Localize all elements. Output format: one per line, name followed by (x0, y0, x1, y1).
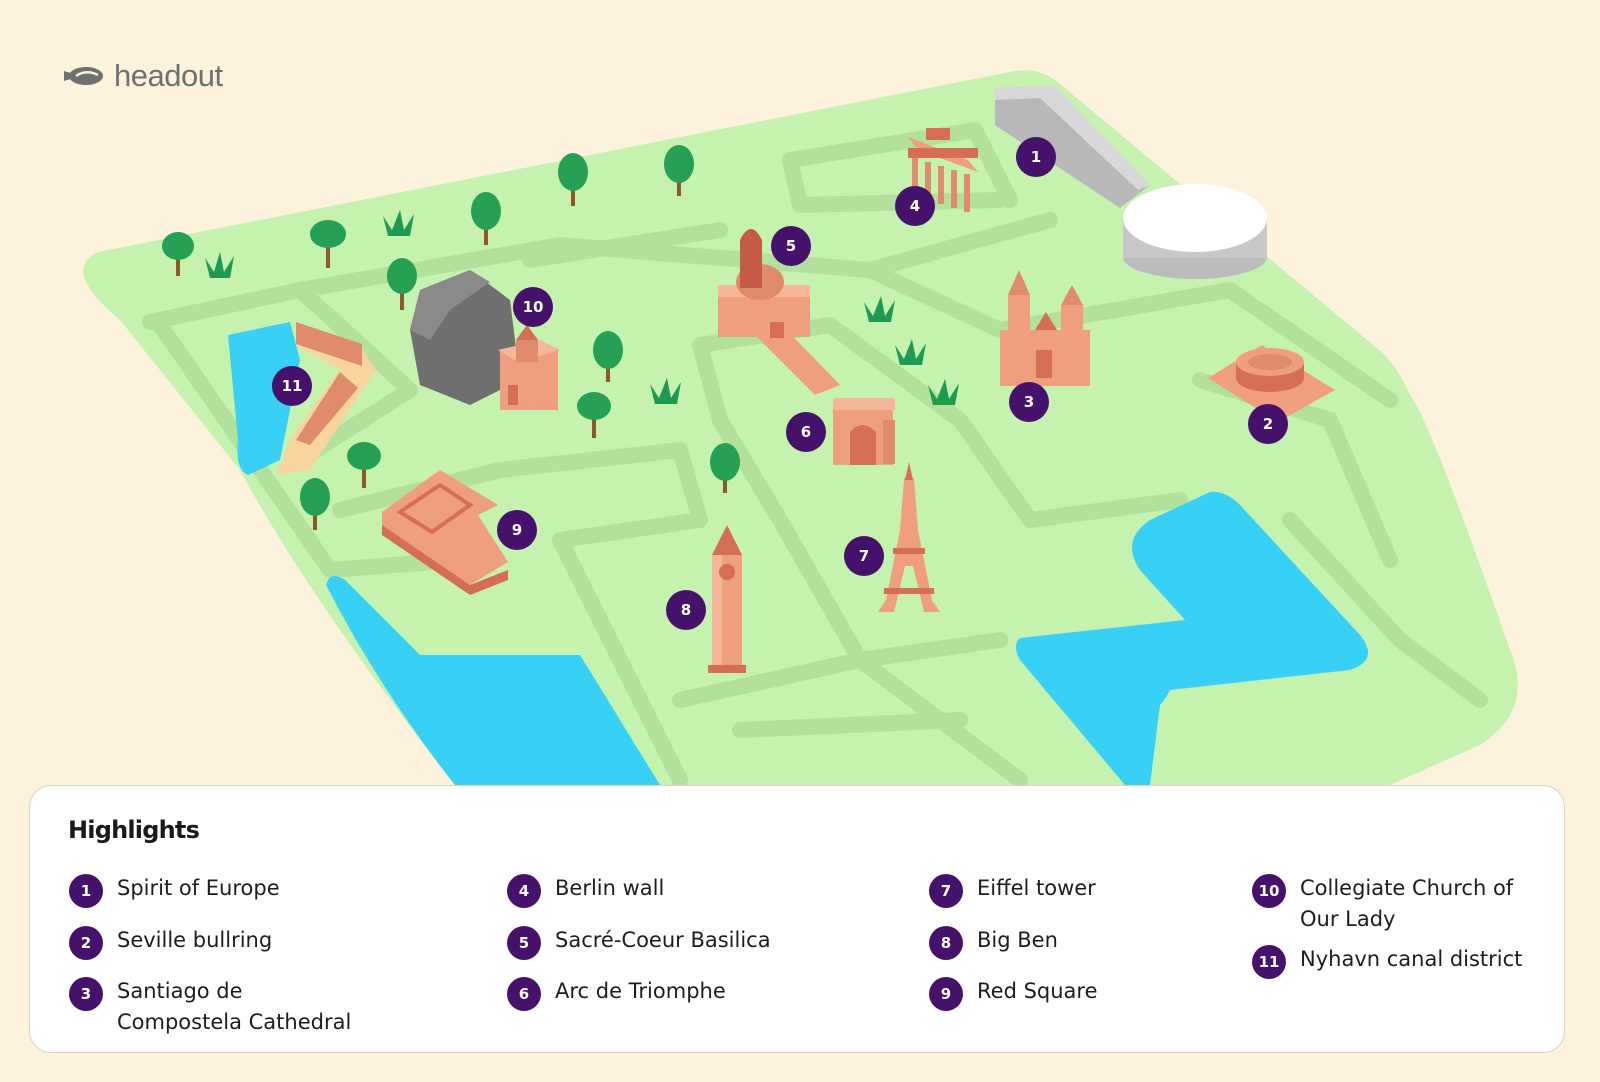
legend-label: Santiago de Compostela Cathedral (117, 979, 352, 1034)
legend-number: 7 (929, 874, 963, 908)
marker-label: 2 (1263, 415, 1273, 433)
marker-9[interactable]: 9 (497, 510, 537, 550)
marker-label: 6 (801, 423, 811, 441)
marker-11[interactable]: 11 (272, 366, 312, 406)
water-bodies (228, 322, 1368, 785)
arc-de-triomphe-building (833, 398, 895, 465)
marker-label: 7 (859, 547, 869, 565)
bush-icon (928, 379, 959, 405)
santiago-cathedral-building (1000, 270, 1090, 386)
spirit-of-europe-building (995, 86, 1267, 279)
legend-number: 8 (929, 926, 963, 960)
map-markers: 1 2 3 4 5 6 7 8 9 10 11 (272, 137, 1288, 630)
legend-item-5[interactable]: 5 Sacré-Coeur Basilica (507, 926, 887, 960)
marker-5[interactable]: 5 (771, 226, 811, 266)
legend-item-9[interactable]: 9 Red Square (929, 977, 1229, 1011)
tree-icon (593, 331, 623, 382)
marker-8[interactable]: 8 (666, 590, 706, 630)
legend-label: Seville bullring (117, 928, 273, 952)
blimp-icon (64, 67, 103, 85)
park-map: 1 2 3 4 5 6 7 8 9 10 11 (83, 70, 1518, 785)
legend-item-1[interactable]: 1 Spirit of Europe (69, 874, 459, 908)
collegiate-church-building (410, 270, 560, 410)
tree-icon (310, 220, 346, 268)
marker-10[interactable]: 10 (513, 287, 553, 327)
marker-4[interactable]: 4 (895, 186, 935, 226)
legend-item-6[interactable]: 6 Arc de Triomphe (507, 977, 887, 1011)
legend-label: Spirit of Europe (117, 876, 280, 900)
legend-label: Big Ben (977, 928, 1058, 952)
berlin-wall-building (908, 128, 978, 212)
legend-number: 10 (1252, 874, 1286, 908)
sacre-coeur-building (718, 229, 840, 395)
legend-label: Collegiate Church of Our Lady (1300, 876, 1514, 931)
legend-item-11[interactable]: 11 Nyhavn canal district (1252, 945, 1552, 979)
legend-label: Berlin wall (555, 876, 665, 900)
marker-label: 10 (523, 298, 544, 316)
tree-icon (664, 145, 694, 196)
marker-label: 1 (1031, 148, 1041, 166)
legend-number: 11 (1252, 945, 1286, 979)
bush-icon (864, 296, 895, 322)
marker-label: 5 (786, 237, 796, 255)
legend-item-10[interactable]: 10 Collegiate Church of Our Lady (1252, 874, 1542, 935)
legend-item-2[interactable]: 2 Seville bullring (69, 926, 459, 960)
marker-1[interactable]: 1 (1016, 137, 1056, 177)
marker-6[interactable]: 6 (786, 412, 826, 452)
red-square-building (382, 470, 508, 595)
bushes (205, 210, 959, 405)
tree-icon (300, 478, 330, 530)
tree-icon (710, 443, 740, 493)
marker-3[interactable]: 3 (1009, 382, 1049, 422)
legend-label: Eiffel tower (977, 876, 1096, 900)
brand-name: headout (114, 58, 223, 93)
bush-icon (383, 210, 414, 236)
tree-icon (577, 392, 611, 438)
bush-icon (205, 252, 234, 278)
legend-number: 2 (69, 926, 103, 960)
bush-icon (895, 339, 926, 365)
legend-item-8[interactable]: 8 Big Ben (929, 926, 1229, 960)
legend-number: 5 (507, 926, 541, 960)
tree-icon (347, 442, 381, 488)
headout-logo: headout (62, 56, 223, 96)
marker-label: 3 (1024, 393, 1034, 411)
tree-icon (162, 232, 194, 276)
tree-icon (558, 153, 588, 206)
nyhavn-building (276, 322, 376, 475)
legend-number: 3 (69, 977, 103, 1011)
legend-label: Nyhavn canal district (1300, 947, 1523, 971)
marker-label: 8 (681, 601, 691, 619)
big-ben-building (708, 525, 746, 673)
bush-icon (650, 378, 681, 404)
legend-item-3[interactable]: 3 Santiago de Compostela Cathedral (69, 977, 369, 1038)
marker-7[interactable]: 7 (844, 536, 884, 576)
marker-label: 11 (282, 377, 303, 395)
legend-label: Arc de Triomphe (555, 979, 726, 1003)
legend-number: 4 (507, 874, 541, 908)
legend-number: 9 (929, 977, 963, 1011)
legend-item-4[interactable]: 4 Berlin wall (507, 874, 887, 908)
tree-icon (387, 258, 417, 310)
marker-2[interactable]: 2 (1248, 404, 1288, 444)
legend-label: Sacré-Coeur Basilica (555, 928, 771, 952)
highlights-legend: Highlights 1 Spirit of Europe 2 Seville … (29, 785, 1565, 1053)
eiffel-tower-building (878, 462, 940, 612)
marker-label: 4 (910, 197, 920, 215)
marker-label: 9 (512, 521, 522, 539)
legend-label: Red Square (977, 979, 1098, 1003)
trees (162, 145, 740, 530)
legend-number: 1 (69, 874, 103, 908)
tree-icon (471, 192, 501, 245)
legend-item-7[interactable]: 7 Eiffel tower (929, 874, 1229, 908)
seville-bullring-building (1208, 345, 1335, 422)
legend-title: Highlights (68, 816, 200, 844)
legend-number: 6 (507, 977, 541, 1011)
